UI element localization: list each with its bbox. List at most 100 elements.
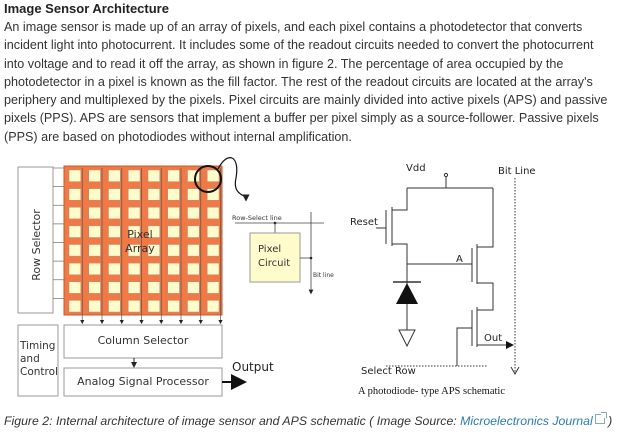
- pixel-cell: [108, 262, 121, 275]
- bit-line-arrow-icon: [510, 366, 520, 376]
- row-selector-label: Row Selector: [30, 209, 43, 281]
- pixel-cell: [167, 225, 180, 238]
- pixel-cell: [88, 207, 101, 220]
- timing-label-1: Timing: [19, 340, 55, 352]
- section-title: Image Sensor Architecture: [4, 1, 169, 16]
- pixel-array-label-2: Array: [125, 242, 155, 255]
- output-label: Output: [232, 360, 274, 374]
- reset-label: Reset: [350, 217, 378, 228]
- pixel-cell: [108, 281, 121, 294]
- pixel-cell: [108, 188, 121, 201]
- pixel-cell: [207, 281, 220, 294]
- pixel-cell: [68, 188, 81, 201]
- pixel-cell: [128, 281, 141, 294]
- pixel-cell: [187, 244, 200, 257]
- pixel-cell: [187, 207, 200, 220]
- pixel-cell: [88, 281, 101, 294]
- pixel-circuit-box: [249, 232, 301, 283]
- pixel-cell: [68, 262, 81, 275]
- pixel-cell: [207, 244, 220, 257]
- pixel-cell: [88, 244, 101, 257]
- pixel-cell: [167, 244, 180, 257]
- aps-schematic: Vdd Reset A Out Select Row Bit Line A ph…: [350, 163, 536, 397]
- pixel-cell: [147, 225, 160, 238]
- column-selector-box: [63, 324, 223, 359]
- pixel-cell: [128, 300, 141, 313]
- pixel-cell: [128, 207, 141, 220]
- caption-text: Figure 2: Internal architecture of image…: [4, 414, 461, 428]
- pixel-cell: [108, 169, 121, 182]
- pixel-cell: [187, 262, 200, 275]
- out-label: Out: [484, 333, 502, 344]
- pixel-cell: [68, 225, 81, 238]
- pixel-cell: [187, 225, 200, 238]
- pixel-cell: [147, 188, 160, 201]
- pixel-cell: [88, 300, 101, 313]
- select-row-label: Select Row: [361, 366, 416, 377]
- junction-dot: [309, 256, 313, 260]
- source-link[interactable]: Microelectronics Journal: [460, 414, 593, 428]
- pixel-cell: [147, 244, 160, 257]
- aps-bit-line-label: Bit Line: [498, 166, 536, 177]
- pixel-cell: [187, 300, 200, 313]
- pixel-cell: [88, 188, 101, 201]
- pixel-cell: [88, 225, 101, 238]
- external-link-icon[interactable]: [594, 412, 607, 424]
- pixel-cell: [187, 281, 200, 294]
- pixel-cell: [207, 225, 220, 238]
- pixel-cell: [147, 300, 160, 313]
- source-follower: [456, 188, 494, 366]
- pixel-cell: [68, 244, 81, 257]
- pixel-cell: [147, 262, 160, 275]
- pixel-cell: [207, 262, 220, 275]
- ground-icon: [398, 329, 416, 348]
- pixel-cell: [167, 207, 180, 220]
- pixel-cell: [207, 169, 220, 182]
- analog-processor-label: Analog Signal Processor: [77, 375, 209, 388]
- pixel-cell: [147, 169, 160, 182]
- pixel-array-label-1: Pixel: [127, 228, 152, 241]
- column-selector-label: Column Selector: [98, 334, 189, 347]
- row-selector-box: [17, 166, 54, 314]
- pixel-cell: [88, 169, 101, 182]
- figure-caption: Figure 2: Internal architecture of image…: [4, 412, 613, 428]
- pixel-cell: [128, 169, 141, 182]
- timing-control-box: [17, 324, 59, 397]
- pixel-cell: [128, 262, 141, 275]
- analog-processor-box: [63, 367, 223, 397]
- pixel-cell: [128, 244, 141, 257]
- photodiode-icon: [396, 283, 418, 304]
- pixel-cell: [108, 244, 121, 257]
- pixel-cell: [207, 188, 220, 201]
- pixel-cell: [187, 188, 200, 201]
- pixel-cell: [147, 281, 160, 294]
- pixel-cell: [128, 225, 141, 238]
- callout-curve: [217, 157, 250, 202]
- pixel-cell: [167, 281, 180, 294]
- pixel-cell: [68, 207, 81, 220]
- timing-label-3: Control: [20, 366, 58, 378]
- pixel-cell: [108, 225, 121, 238]
- vdd-label: Vdd: [406, 163, 426, 174]
- pixel-cell: [108, 300, 121, 313]
- bit-line-small-label: Bit line: [313, 272, 334, 279]
- pixel-cell: [207, 300, 220, 313]
- pixel-cell: [128, 188, 141, 201]
- vdd-rail: [407, 176, 493, 189]
- pixel-cell: [167, 169, 180, 182]
- vdd-terminal: [443, 172, 449, 178]
- figure-2: Row Selector Pixel Array Column Selector…: [17, 157, 536, 397]
- aps-subtitle: A photodiode- type APS schematic: [358, 386, 505, 397]
- pixel-cell: [187, 169, 200, 182]
- node-a-label: A: [456, 254, 463, 265]
- section-paragraph: An image sensor is made up of an array o…: [4, 20, 608, 144]
- pixel-cell: [207, 207, 220, 220]
- caption-suffix: ): [604, 414, 613, 428]
- pixel-cell: [167, 300, 180, 313]
- timing-label-2: and: [20, 353, 40, 365]
- pixel-cell: [68, 281, 81, 294]
- pixel-circuit-label-1: Pixel: [258, 244, 281, 255]
- pixel-cell: [108, 207, 121, 220]
- row-select-line-label: Row-Select line: [232, 214, 282, 222]
- pixel-cell: [68, 300, 81, 313]
